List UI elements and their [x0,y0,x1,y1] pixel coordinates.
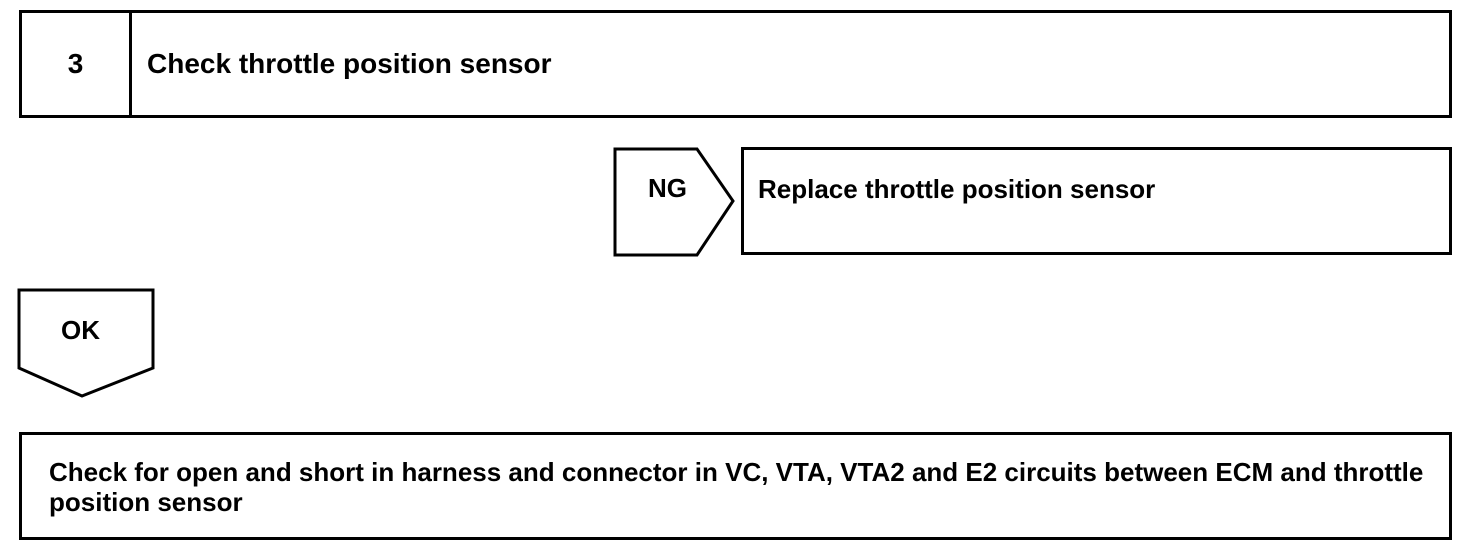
next-step-box: Check for open and short in harness and … [19,432,1452,540]
step-title: Check throttle position sensor [147,48,552,79]
step-number: 3 [22,13,132,115]
step-box: 3 Check throttle position sensor [19,10,1452,118]
next-step-text: Check for open and short in harness and … [49,457,1424,517]
ok-arrow-shape [17,288,155,398]
ng-label: NG [648,173,687,203]
ng-action-text: Replace throttle position sensor [758,174,1156,204]
ok-label: OK [61,315,100,345]
ng-arrow-shape [613,147,735,257]
ng-action-box: Replace throttle position sensor [741,147,1452,255]
